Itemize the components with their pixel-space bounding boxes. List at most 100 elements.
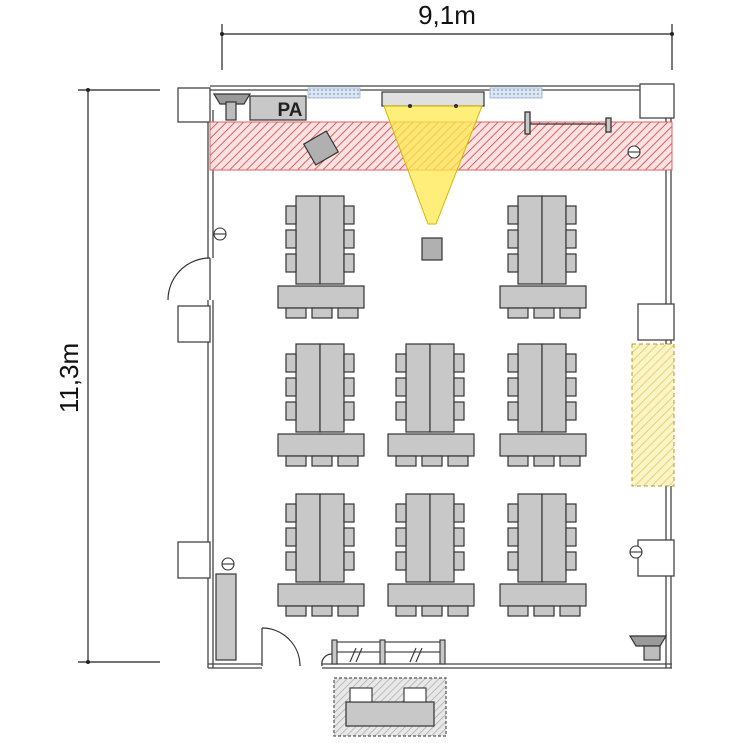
chair [507,503,519,523]
chair [311,455,333,467]
chair [343,253,355,273]
chair [565,205,577,225]
chair [565,229,577,249]
chair [343,229,355,249]
table [541,343,567,433]
chair [343,353,355,373]
outlet-icon [629,545,643,559]
table [277,583,365,607]
table [429,343,455,433]
chair [285,205,297,225]
projection-beam [383,105,483,225]
chair [395,401,407,421]
chair [337,307,359,319]
table [319,195,345,285]
table-groups [277,195,587,617]
reception-desk [333,677,447,737]
cabinet [215,573,237,661]
door-icon [261,627,301,667]
chair [285,527,297,547]
chair [447,605,469,617]
outlets [213,145,643,571]
projection-screen [381,91,485,107]
lectern [302,130,340,166]
chair [343,527,355,547]
camera-icon [628,635,668,661]
width-dimension: 9,1m [220,0,674,70]
chair [507,307,529,319]
table-group [499,493,587,617]
table [541,493,567,583]
table [319,343,345,433]
outlet-icon [213,227,227,241]
table-group [277,343,365,467]
chair [395,377,407,397]
table-group [277,195,365,319]
table [517,493,543,583]
pillar [637,539,675,577]
chair [343,377,355,397]
table [319,493,345,583]
chair [447,455,469,467]
camera-icon [212,93,252,121]
table [429,493,455,583]
chair [565,527,577,547]
chair [507,253,519,273]
chair [343,401,355,421]
pa-unit: PA [249,95,307,121]
table-group [499,195,587,319]
chair [285,229,297,249]
chair [565,551,577,571]
chair [507,551,519,571]
chair [533,605,555,617]
chair [285,503,297,523]
table [499,285,587,309]
window-strips [307,87,543,99]
chair [565,377,577,397]
pillar [637,303,675,341]
chair [285,401,297,421]
chair [337,455,359,467]
chair [507,229,519,249]
chair [395,527,407,547]
chair [395,353,407,373]
table [387,583,475,607]
chair [395,455,417,467]
table [295,195,321,285]
pillar [177,541,211,579]
table [405,343,431,433]
chair [507,205,519,225]
chair [421,605,443,617]
chair [285,551,297,571]
chair [559,307,581,319]
table [517,343,543,433]
chair [453,353,465,373]
height-label: 11,3m [54,343,84,413]
screen-zone [631,343,675,487]
chair [453,527,465,547]
chair [507,527,519,547]
chair [343,205,355,225]
chair [421,455,443,467]
chair [565,401,577,421]
chair [453,377,465,397]
door-stub [321,653,333,667]
table [405,493,431,583]
chair [507,605,529,617]
height-dimension: 11,3m [54,88,160,664]
chair [559,455,581,467]
table-group [387,493,475,617]
door-icon [167,257,211,301]
outlet-icon [627,145,641,159]
side-rack [524,111,612,135]
chair [565,353,577,373]
chair [559,605,581,617]
chair [453,503,465,523]
table [277,285,365,309]
chair [285,353,297,373]
chair [337,605,359,617]
chair [453,551,465,571]
chair [343,503,355,523]
outlet-icon [221,557,235,571]
